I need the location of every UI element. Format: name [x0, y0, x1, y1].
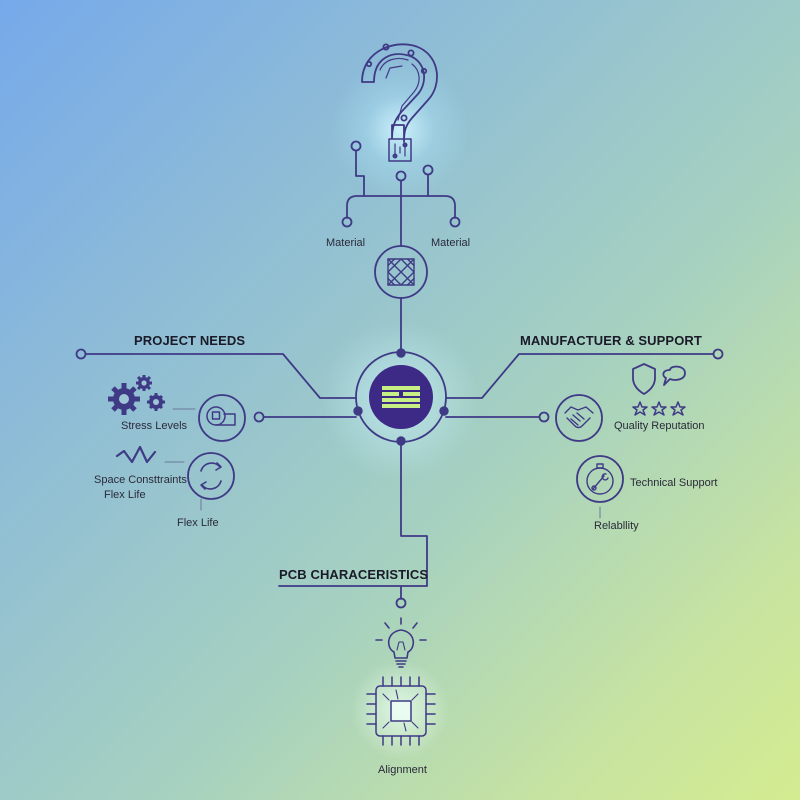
stars-icon: [632, 401, 686, 416]
technical-support-label: Technical Support: [630, 477, 718, 489]
manufacturer-support-header: MANUFACTUER & SUPPORT: [520, 333, 702, 348]
refresh-cycle-icon: [200, 462, 222, 490]
zigzag-wave-icon: [115, 445, 157, 464]
material-left-label: Material: [326, 237, 366, 249]
stopwatch-wrench-icon: [586, 463, 614, 495]
flex-node[interactable]: [187, 452, 235, 500]
stress-levels-label: Stress Levels: [121, 420, 188, 432]
sliders-chip-icon: [388, 138, 412, 162]
flex-life-sub-label: Flex Life: [104, 489, 146, 501]
quality-reputation-label: Quality Reputation: [614, 420, 705, 432]
handshake-icon: [564, 406, 594, 429]
material-right-label: Material: [431, 237, 471, 249]
flex-life-label: Flex Life: [177, 517, 219, 529]
space-constraints-label: Space Consttraints: [94, 474, 187, 486]
technical-node[interactable]: [576, 455, 624, 503]
quality-node[interactable]: [555, 394, 603, 442]
circuit-question-mark-icon: [361, 43, 438, 143]
reliability-label: Relabllity: [594, 520, 639, 532]
lightbulb-icon: [375, 617, 427, 668]
microchip-icon: [366, 676, 436, 746]
shield-icon: [632, 363, 656, 395]
hub-bars-icon: [369, 365, 433, 429]
project-needs-header: PROJECT NEEDS: [134, 333, 246, 348]
tape-measure-icon: [206, 406, 236, 426]
alignment-label: Alignment: [378, 764, 427, 776]
speech-bubble-icon: [662, 365, 686, 386]
gears-icon: [108, 375, 165, 415]
pcb-characteristics-header: PCB CHARACERISTICS: [279, 567, 429, 582]
stress-node[interactable]: [198, 394, 246, 442]
mesh-grid-icon: [387, 258, 415, 286]
